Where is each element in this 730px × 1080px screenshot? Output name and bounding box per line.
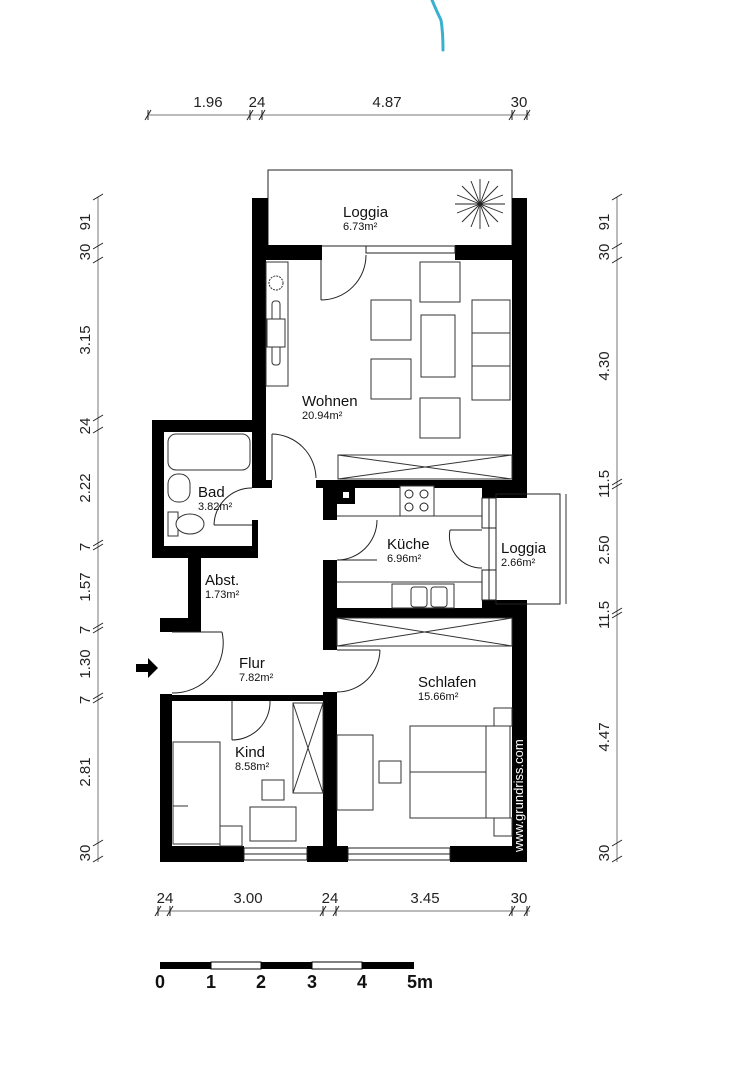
room-bad: Bad 3.82m² <box>198 484 233 513</box>
room-name: Loggia <box>501 540 547 557</box>
dim-top-0: 1.96 <box>193 94 222 111</box>
doors <box>171 254 483 741</box>
room-wohnen: Wohnen 20.94m² <box>302 393 358 422</box>
dimension-right: 91 30 4.30 11.5 2.50 11.5 4.47 30 <box>596 193 623 863</box>
dim-right-2: 4.30 <box>596 351 613 380</box>
room-flur: Flur 7.82m² <box>239 655 274 684</box>
room-name: Küche <box>387 536 430 553</box>
dim-right-6: 4.47 <box>596 722 613 751</box>
furniture <box>167 179 513 847</box>
dim-left-6: 1.57 <box>77 572 94 601</box>
dim-left-11: 30 <box>77 845 94 862</box>
room-name: Bad <box>198 484 225 501</box>
dim-left-3: 24 <box>77 418 94 435</box>
dim-left-10: 2.81 <box>77 757 94 786</box>
dim-top-1: 24 <box>249 94 266 111</box>
dimension-left: 91 30 3.15 24 2.22 7 1.57 7 1.30 7 2.81 … <box>77 193 104 863</box>
dim-left-1: 30 <box>77 244 94 261</box>
scale-label-1: 1 <box>206 972 216 992</box>
dim-left-2: 3.15 <box>77 325 94 354</box>
scale-label-2: 2 <box>256 972 266 992</box>
plant-icon <box>455 179 505 229</box>
room-kind: Kind 8.58m² <box>235 744 270 773</box>
dim-left-8: 1.30 <box>77 649 94 678</box>
room-area: 1.73m² <box>205 589 240 601</box>
arrow-right-icon <box>136 658 158 678</box>
dim-top-3: 30 <box>511 94 528 111</box>
room-loggia-right: Loggia 2.66m² <box>501 540 547 569</box>
room-abstellraum: Abst. 1.73m² <box>205 572 240 601</box>
room-area: 15.66m² <box>418 691 459 703</box>
walls <box>152 198 527 862</box>
dim-bottom-3: 3.45 <box>410 890 439 907</box>
dim-bottom-4: 30 <box>511 890 528 907</box>
room-name: Kind <box>235 744 265 761</box>
scale-label-3: 3 <box>307 972 317 992</box>
room-area: 8.58m² <box>235 761 270 773</box>
scale-label-5: 5m <box>407 972 433 992</box>
room-area: 2.66m² <box>501 557 536 569</box>
dim-top-2: 4.87 <box>372 94 401 111</box>
dim-right-4: 2.50 <box>596 535 613 564</box>
room-name: Flur <box>239 655 265 672</box>
room-schlafen: Schlafen 15.66m² <box>418 674 476 703</box>
room-area: 20.94m² <box>302 410 343 422</box>
scale-bar: 0 1 2 3 4 5m <box>155 961 433 992</box>
room-name: Abst. <box>205 572 239 589</box>
pen-annotation <box>430 0 445 52</box>
dim-right-0: 91 <box>596 214 613 231</box>
dim-right-1: 30 <box>596 244 613 261</box>
room-area: 7.82m² <box>239 672 274 684</box>
room-area: 6.96m² <box>387 553 422 565</box>
room-area: 6.73m² <box>343 221 378 233</box>
scale-label-0: 0 <box>155 972 165 992</box>
dim-left-9: 7 <box>77 696 94 704</box>
dim-left-4: 2.22 <box>77 473 94 502</box>
dimension-bottom: 24 3.00 24 3.45 30 <box>154 890 531 917</box>
dim-bottom-2: 24 <box>322 890 339 907</box>
dim-left-5: 7 <box>77 543 94 551</box>
dim-right-7: 30 <box>596 845 613 862</box>
room-name: Schlafen <box>418 674 476 691</box>
dimension-top: 1.96 24 4.87 30 <box>144 94 531 121</box>
room-loggia-top: Loggia 6.73m² <box>343 204 389 233</box>
room-name: Wohnen <box>302 393 358 410</box>
dim-right-5: 11.5 <box>596 601 613 629</box>
dim-left-7: 7 <box>77 626 94 634</box>
dim-left-0: 91 <box>77 214 94 231</box>
dim-bottom-1: 3.00 <box>233 890 262 907</box>
watermark: www.grundriss.com <box>511 739 526 853</box>
dim-right-3: 11.5 <box>596 470 613 498</box>
scale-label-4: 4 <box>357 972 367 992</box>
dim-bottom-0: 24 <box>157 890 174 907</box>
room-name: Loggia <box>343 204 389 221</box>
room-area: 3.82m² <box>198 501 233 513</box>
loggia-right-outline <box>495 493 567 605</box>
room-kueche: Küche 6.96m² <box>387 536 430 565</box>
